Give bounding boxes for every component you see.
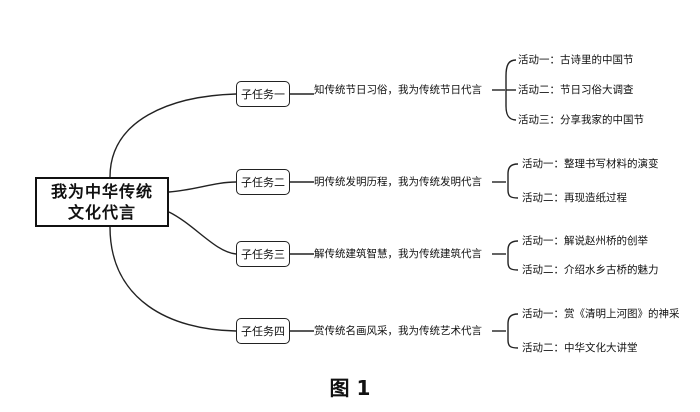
task-3-theme: 解传统建筑智慧，我为传统建筑代言 xyxy=(314,248,482,260)
link-root-task2 xyxy=(168,181,237,193)
figure-caption: 图 1 xyxy=(329,376,371,400)
link-root-task3 xyxy=(168,211,237,255)
task-node-4: 子任务四 xyxy=(236,318,290,344)
task-3-activity-1: 活动一：解说赵州桥的创举 xyxy=(522,235,648,247)
link-root-task4 xyxy=(109,226,237,332)
task-4-activity-2: 活动二：中华文化大讲堂 xyxy=(522,342,638,354)
task-1-activity-1: 活动一：古诗里的中国节 xyxy=(518,54,634,66)
task-2-activity-2: 活动二：再现造纸过程 xyxy=(522,192,627,204)
root-node: 我为中华传统 文化代言 xyxy=(35,177,169,227)
task-node-1: 子任务一 xyxy=(236,81,290,107)
task-4-activity-1: 活动一：赏《清明上河图》的神采 xyxy=(522,308,680,320)
task-node-2: 子任务二 xyxy=(236,169,290,195)
task-3-activity-2: 活动二：介绍水乡古桥的魅力 xyxy=(522,264,659,276)
task-1-theme: 知传统节日习俗，我为传统节日代言 xyxy=(314,84,482,96)
task-2-theme: 明传统发明历程，我为传统发明代言 xyxy=(314,176,482,188)
task-1-activity-2: 活动二：节日习俗大调查 xyxy=(518,84,634,96)
task-node-3: 子任务三 xyxy=(236,241,290,267)
root-line-1: 我为中华传统 xyxy=(50,182,153,201)
link-root-task1 xyxy=(109,93,237,178)
task-2-activity-1: 活动一：整理书写材料的演变 xyxy=(522,158,659,170)
task-4-theme: 赏传统名画风采，我为传统艺术代言 xyxy=(314,325,482,337)
task-1-activity-3: 活动三：分享我家的中国节 xyxy=(518,114,644,126)
root-line-2: 文化代言 xyxy=(67,203,136,222)
